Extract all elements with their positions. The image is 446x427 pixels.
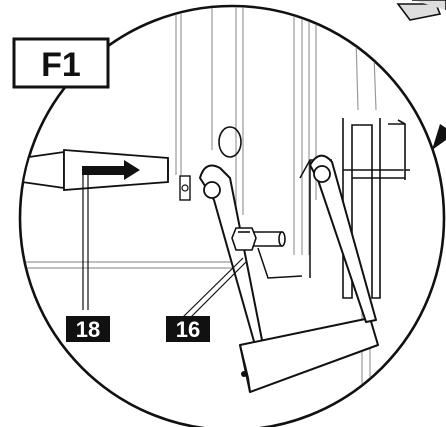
callout-16-label: 16	[176, 317, 200, 342]
pivot-hole-right	[313, 165, 331, 183]
figure-badge: F1	[12, 37, 110, 89]
side-channel	[342, 118, 410, 299]
bolt	[231, 227, 286, 251]
detail-circle	[18, 4, 446, 427]
callout-18: 18	[66, 316, 110, 342]
corner-detail	[396, 0, 446, 21]
detail-content	[21, 7, 410, 427]
leader-lines	[82, 172, 247, 323]
pivot-hole-left	[203, 181, 221, 199]
edge-arrow	[432, 124, 446, 150]
frame-plate	[179, 175, 191, 201]
frame-hole	[218, 126, 242, 158]
u-bracket	[199, 154, 379, 393]
figure-label: F1	[41, 46, 81, 84]
callout-16: 16	[166, 316, 210, 342]
insert-arrow	[82, 160, 140, 180]
callout-18-label: 18	[76, 317, 100, 342]
